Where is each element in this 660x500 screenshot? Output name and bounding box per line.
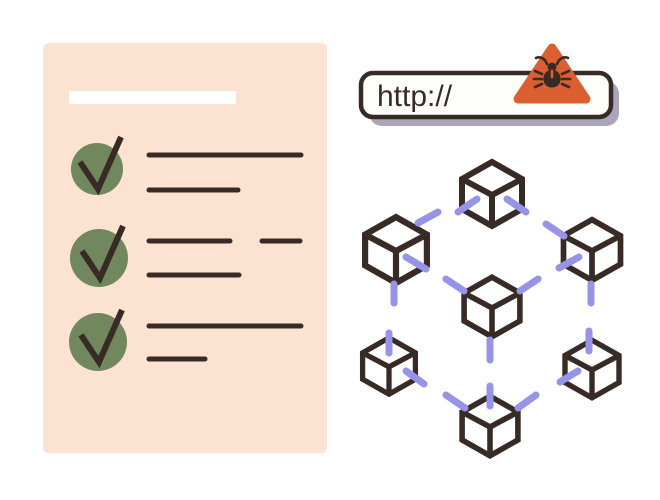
network-node-cube: [560, 216, 624, 284]
network-link: [503, 195, 530, 216]
network-link: [516, 275, 542, 295]
bug-leg: [560, 82, 571, 89]
network-node-cube: [562, 337, 622, 401]
network-node-cube: [459, 158, 525, 230]
bug-leg: [560, 69, 571, 76]
network-link: [442, 391, 469, 412]
cube-wireframe: [359, 334, 419, 398]
network-link: [442, 275, 468, 295]
cube-wireframe: [459, 393, 521, 459]
network-link: [556, 367, 582, 386]
network-link: [402, 253, 430, 273]
network-link: [402, 367, 428, 388]
network-node-cube: [459, 393, 521, 459]
cube-wireframe: [362, 213, 430, 287]
network-node-cube: [461, 274, 523, 340]
bug-antenna: [534, 56, 549, 66]
network-node-cube: [362, 213, 430, 287]
check-icon: [77, 135, 124, 196]
bug-body: [543, 70, 561, 88]
cube-wireframe: [459, 158, 525, 230]
bug-icon: [532, 56, 572, 89]
cube-wireframe: [560, 216, 624, 284]
checklist-item: [70, 224, 303, 287]
network-link: [542, 220, 568, 240]
bug-leg: [533, 69, 544, 76]
network-link: [555, 253, 583, 272]
cube-wireframe: [461, 274, 523, 340]
network-link: [514, 391, 540, 412]
check-icon: [78, 308, 125, 369]
checklist-document: [43, 43, 327, 453]
bug-head: [547, 62, 557, 72]
checklist-item: [69, 308, 304, 371]
document-title-bar: [69, 91, 236, 104]
bug-antenna: [555, 56, 570, 66]
malware-warning: [513, 43, 591, 104]
cube-wireframe: [562, 337, 622, 401]
network-node-cube: [359, 334, 419, 398]
cube-network: [359, 158, 624, 459]
network-link: [414, 208, 442, 227]
url-text: http://: [377, 80, 453, 113]
check-icon: [79, 224, 126, 285]
bug-leg: [533, 82, 544, 89]
network-link: [454, 195, 481, 216]
checklist-item: [71, 135, 304, 196]
